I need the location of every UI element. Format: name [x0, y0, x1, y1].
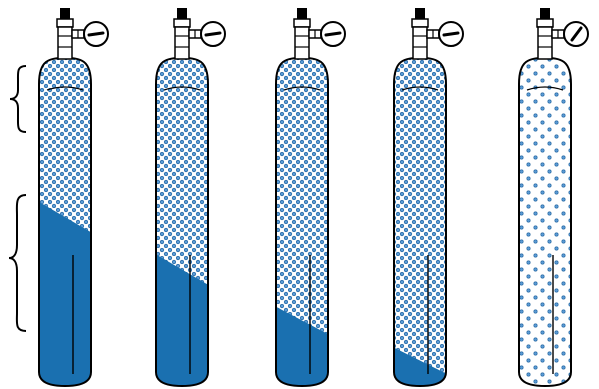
gas-fill — [519, 58, 571, 386]
valve-icon — [173, 8, 202, 60]
cylinder-1 — [38, 8, 109, 388]
liquid-fill — [156, 253, 208, 386]
cylinder-2 — [155, 8, 226, 388]
cylinder-3 — [275, 8, 346, 388]
pressure-gauge-icon — [83, 21, 109, 47]
pressure-gauge-icon — [438, 21, 464, 47]
cylinder-outline — [38, 56, 92, 388]
liquid-fill — [39, 200, 91, 386]
brace-gas-region — [9, 65, 27, 133]
inner-dome-line — [526, 86, 564, 91]
cylinder-outline — [155, 56, 209, 388]
inner-dome-line — [46, 86, 84, 91]
valve-icon — [536, 8, 565, 60]
pressure-gauge-icon — [320, 21, 346, 47]
cylinder-4 — [393, 8, 464, 388]
cylinder-5 — [518, 8, 589, 388]
inner-dome-line — [283, 86, 321, 91]
cylinder-outline — [393, 56, 447, 388]
liquid-fill — [276, 305, 328, 386]
pressure-gauge-icon — [200, 21, 226, 47]
brace-liquid-region — [8, 194, 27, 332]
valve-icon — [56, 8, 85, 60]
pressure-gauge-icon — [563, 21, 589, 47]
valve-icon — [293, 8, 322, 60]
liquid-fill — [394, 346, 446, 386]
gas-fill — [394, 58, 446, 386]
inner-dome-line — [401, 86, 439, 91]
valve-icon — [411, 8, 440, 60]
cylinder-outline — [275, 56, 329, 388]
inner-dome-line — [163, 86, 201, 91]
cylinder-outline — [518, 56, 572, 388]
